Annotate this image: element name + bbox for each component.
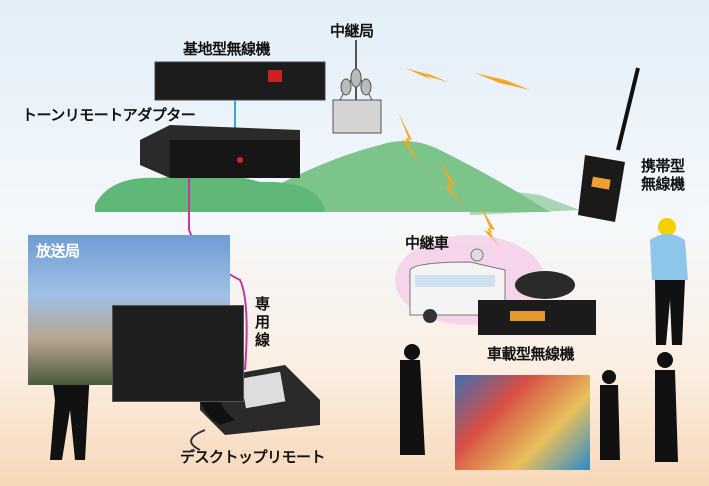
tone-remote-adapter-label: トーンリモートアダプター [22,106,196,124]
relay-vehicle-label: 中継車 [405,234,449,252]
tone-remote-adapter-icon [140,125,300,178]
leased-line-label: 専 用 線 [255,295,270,349]
desktop-remote-label: デスクトップリモート [180,448,326,466]
broadcast-station-label: 放送局 [36,242,80,260]
base-radio-label: 基地型無線機 [183,40,271,58]
leased-line-char-3: 線 [255,331,270,349]
portable-radio-label-line2: 無線機 [641,175,685,193]
portable-radio-icon [578,67,640,222]
radio-wave-icons [398,68,530,250]
hill-left [95,174,325,212]
leased-line-char-1: 専 [255,295,270,313]
base-radio-icon [154,61,326,101]
portable-radio-label: 携帯型 無線機 [641,157,685,193]
mobile-radio-icon [478,271,596,335]
control-room-photo [112,305,244,402]
portable-radio-label-line1: 携帯型 [641,157,685,175]
worker-silhouette [650,218,688,345]
relay-station-icon [332,40,382,134]
crowd-photo [455,375,590,470]
mountain-main [250,141,550,212]
repeater-station-label: 中継局 [330,22,374,40]
mobile-radio-label: 車載型無線機 [487,345,575,363]
leased-line-char-2: 用 [255,313,270,331]
